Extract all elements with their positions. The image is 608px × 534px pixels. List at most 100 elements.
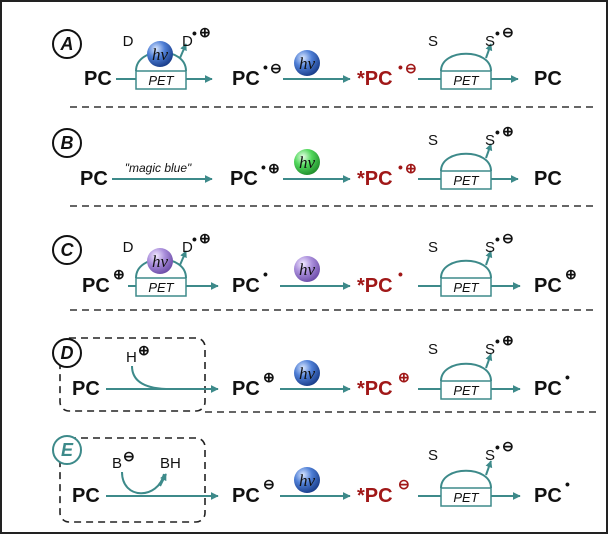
charge-minus: ⊖ xyxy=(405,60,417,76)
charge-plus: ⊕ xyxy=(398,369,410,385)
radical-dot: • xyxy=(398,266,403,282)
donor-cation-label: D xyxy=(182,239,193,256)
base-label: B xyxy=(112,455,122,472)
pet-label: PET xyxy=(453,383,479,398)
pathway-d: D PC H ⊕ PC ⊕ hν *PC ⊕ PET S S • ⊕ PC • xyxy=(52,332,570,412)
pet-label: PET xyxy=(453,73,479,88)
pathway-letter: A xyxy=(60,34,74,54)
pet-label: PET xyxy=(453,490,479,505)
pet-label: PET xyxy=(453,280,479,295)
charge-minus: ⊖ xyxy=(398,476,410,492)
substrate-curve xyxy=(440,52,492,72)
radical-dot: • xyxy=(565,476,570,492)
pc-label: PC xyxy=(84,68,112,90)
pc-label: PC xyxy=(72,378,100,400)
substrate-label: S xyxy=(428,447,438,464)
radical-dot: • xyxy=(495,25,500,41)
photon-blue-icon xyxy=(294,360,320,386)
pathway-letter: B xyxy=(61,133,74,153)
substrate-ion-label: S xyxy=(485,33,495,50)
substrate-curve-head xyxy=(485,460,493,476)
radical-dot: • xyxy=(192,25,197,41)
charge-minus: ⊖ xyxy=(123,448,135,464)
pc-label: PC xyxy=(72,485,100,507)
row-separators xyxy=(70,106,596,413)
magic-blue-label: "magic blue" xyxy=(125,161,192,175)
substrate-label: S xyxy=(428,239,438,256)
charge-plus: ⊕ xyxy=(565,266,577,282)
pet-label: PET xyxy=(148,73,174,88)
substrate-label: S xyxy=(428,132,438,149)
substrate-curve xyxy=(440,362,492,382)
excited-pc-label: *PC xyxy=(357,168,393,190)
charge-plus: ⊕ xyxy=(199,230,211,246)
pet-box xyxy=(135,70,187,90)
base-curve-head xyxy=(159,473,167,487)
pathway-c: C PC ⊕ PET hν D D • ⊕ PC • hν *PC • PET … xyxy=(52,230,577,297)
deprotonation-dashed-box xyxy=(59,437,206,523)
photon-green-icon xyxy=(294,149,320,175)
pathway-letter: E xyxy=(61,440,74,460)
pet-box xyxy=(440,277,492,297)
pet-label: PET xyxy=(453,173,479,188)
pet-label: PET xyxy=(148,280,174,295)
pathway-e: E PC B ⊖ BH PC ⊖ hν *PC ⊖ PET S S • ⊖ PC… xyxy=(52,435,570,523)
substrate-curve-head xyxy=(485,353,493,369)
donor-label: D xyxy=(123,33,134,50)
charge-minus: ⊖ xyxy=(502,230,514,246)
pathway-letter-circle xyxy=(52,235,82,265)
substrate-curve-head xyxy=(485,250,493,266)
radical-dot: • xyxy=(263,266,268,282)
proton-curve xyxy=(131,365,167,390)
charge-plus: ⊕ xyxy=(502,123,514,139)
photon-purple-icon xyxy=(147,248,173,274)
pet-box xyxy=(440,170,492,190)
acid-label: H xyxy=(126,349,137,366)
substrate-curve-head xyxy=(485,43,493,59)
pc-label: PC xyxy=(534,68,562,90)
radical-dot: • xyxy=(192,231,197,247)
pc-label: PC xyxy=(80,168,108,190)
substrate-ion-label: S xyxy=(485,341,495,358)
pc-label: PC xyxy=(232,68,260,90)
pc-label: PC xyxy=(230,168,258,190)
excited-pc-label: *PC xyxy=(357,68,393,90)
pathway-letter-circle xyxy=(52,435,82,465)
pathway-letter: D xyxy=(61,343,74,363)
substrate-ion-label: S xyxy=(485,447,495,464)
charge-plus: ⊕ xyxy=(268,160,280,176)
pc-label: PC xyxy=(534,485,562,507)
pc-label: PC xyxy=(82,275,110,297)
protonation-dashed-box xyxy=(59,337,206,412)
photon-blue-icon xyxy=(147,41,173,67)
substrate-ion-label: S xyxy=(485,239,495,256)
donor-curve-head xyxy=(179,43,187,59)
charge-plus: ⊕ xyxy=(138,342,150,358)
conjugate-acid-label: BH xyxy=(160,455,181,472)
pathway-letter-circle xyxy=(52,338,82,368)
substrate-curve-head xyxy=(485,143,493,159)
pathway-letter: C xyxy=(61,240,75,260)
substrate-curve xyxy=(440,259,492,279)
pc-label: PC xyxy=(534,168,562,190)
excited-pc-label: *PC xyxy=(357,378,393,400)
charge-plus: ⊕ xyxy=(199,24,211,40)
substrate-curve xyxy=(440,152,492,172)
donor-cation-label: D xyxy=(182,33,193,50)
hv-label: hν xyxy=(152,252,169,271)
hv-label: hν xyxy=(299,471,316,490)
hv-label: hν xyxy=(299,260,316,279)
radical-dot: • xyxy=(398,59,403,75)
radical-dot: • xyxy=(398,159,403,175)
pc-label: PC xyxy=(232,275,260,297)
photon-blue-icon xyxy=(294,50,320,76)
hv-label: hν xyxy=(152,45,169,64)
donor-label: D xyxy=(123,239,134,256)
charge-plus: ⊕ xyxy=(502,332,514,348)
charge-plus: ⊕ xyxy=(113,266,125,282)
pc-label: PC xyxy=(534,275,562,297)
pathway-b: B PC "magic blue" PC • ⊕ hν *PC • ⊕ PET … xyxy=(52,123,562,190)
substrate-ion-label: S xyxy=(485,132,495,149)
hv-label: hν xyxy=(299,364,316,383)
